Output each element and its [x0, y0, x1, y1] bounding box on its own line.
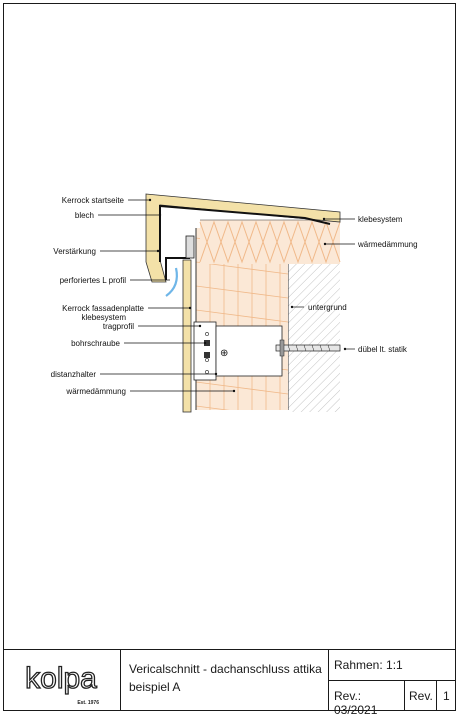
- label-klebesystem-left: klebesystem: [82, 313, 127, 322]
- title-block: kolpa Est. 1976 Vericalschnitt - dachans…: [3, 649, 456, 717]
- drawing-subtitle: beispiel A: [129, 680, 181, 694]
- logo-established: Est. 1976: [77, 700, 99, 706]
- label-perforiertes-l-profil: perforiertes L profil: [60, 276, 127, 285]
- label-verstaerkung: Verstärkung: [53, 247, 96, 256]
- scale: Rahmen: 1:1: [329, 650, 456, 681]
- perforated-l-profile: [165, 267, 178, 297]
- label-duebel: dübel lt. statik: [358, 345, 408, 354]
- distance-holder: [215, 325, 283, 377]
- label-bohrschraube: bohrschraube: [71, 339, 120, 348]
- drill-screw: [204, 340, 210, 346]
- roof-insulation: [199, 219, 341, 264]
- kerrock-facade-panel: [182, 259, 192, 413]
- label-klebesystem-right: klebesystem: [358, 215, 403, 224]
- logo-wordmark: kolpa: [25, 662, 97, 695]
- section-drawing: ⊕ Kerrock startseite blech Verstärkung p…: [51, 193, 418, 413]
- revision-date: Rev.: 03/2021: [329, 681, 405, 717]
- label-waermedaemmung-left: wärmedämmung: [65, 387, 126, 396]
- label-untergrund: untergrund: [308, 303, 347, 312]
- label-waermedaemmung-right: wärmedämmung: [357, 240, 418, 249]
- label-kerrock-startseite: Kerrock startseite: [62, 196, 125, 205]
- leader-lines: [98, 199, 355, 392]
- substrate-wall: [288, 262, 340, 412]
- drawing-title: Vericalschnitt - dachanschluss attika: [129, 662, 322, 676]
- bracket: [185, 235, 195, 259]
- label-kerrock-fassadenplatte: Kerrock fassadenplatte: [62, 304, 144, 313]
- support-profile: [193, 321, 217, 381]
- verstaerkung: [165, 257, 190, 280]
- drawing-frame: [3, 3, 456, 711]
- label-distanzhalter: distanzhalter: [51, 370, 97, 379]
- title-cell: Vericalschnitt - dachanschluss attika be…: [121, 650, 329, 711]
- anchor: [275, 344, 341, 352]
- revision-number: 1: [443, 689, 450, 703]
- logo-cell: kolpa Est. 1976: [3, 650, 121, 711]
- label-tragprofil: tragprofil: [103, 322, 134, 331]
- kolpa-logo: kolpa Est. 1976: [24, 661, 99, 706]
- svg-text:⊕: ⊕: [220, 348, 228, 359]
- label-blech: blech: [75, 211, 94, 220]
- blech: [159, 204, 331, 262]
- revision-label: Rev.: [405, 681, 437, 711]
